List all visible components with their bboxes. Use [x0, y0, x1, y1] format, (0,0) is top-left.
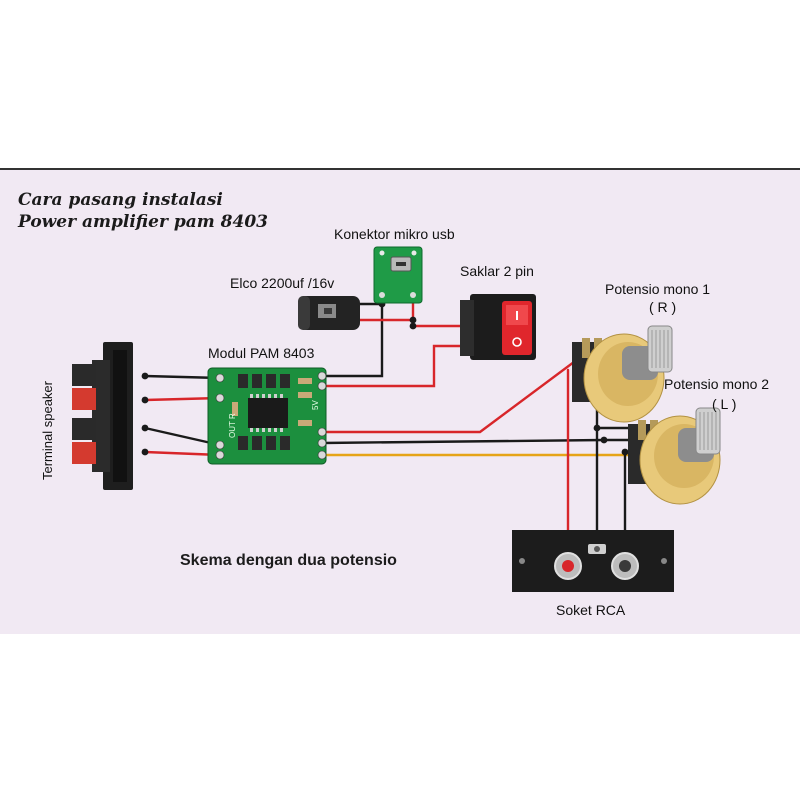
title-line-2: Power amplifier pam 8403 — [18, 212, 268, 232]
diagram-caption: Skema dengan dua potensio — [180, 552, 397, 569]
speaker-terminal — [72, 342, 133, 490]
junction-4 — [141, 448, 149, 456]
wire-usb-gnd — [320, 298, 384, 378]
switch-label: Saklar 2 pin — [460, 263, 534, 279]
junction-1 — [141, 372, 149, 380]
rca-socket — [512, 530, 674, 592]
junction-8 — [593, 424, 601, 432]
pot2-label: Potensio mono 2 — [664, 376, 770, 392]
potentiometer-1 — [572, 325, 673, 423]
rocker-switch — [460, 294, 536, 360]
pot1-label: Potensio mono 1 — [605, 281, 711, 297]
junction-9 — [600, 436, 608, 444]
wire-in-gnd — [320, 438, 634, 445]
potentiometer-2 — [628, 407, 721, 505]
module-label: Modul PAM 8403 — [208, 345, 315, 361]
junction-10 — [621, 448, 629, 456]
micro-usb-board — [373, 246, 423, 304]
elco-capacitor — [298, 296, 360, 330]
rca-socket-label: Soket RCA — [556, 602, 626, 618]
junction-2 — [141, 396, 149, 404]
title-line-1: Cara pasang instalasi — [18, 190, 223, 210]
pam8403-module — [207, 367, 327, 465]
junction-3 — [141, 424, 149, 432]
wire-in-l — [320, 448, 632, 457]
elco-label: Elco 2200uf /16v — [230, 275, 335, 291]
wire-switch-5v — [320, 344, 472, 388]
speaker-terminal-label: Terminal speaker — [40, 380, 55, 480]
wire-in-r — [320, 354, 584, 434]
module-silk-outr: OUT R — [228, 413, 237, 438]
pot2-channel: ( L ) — [712, 396, 737, 412]
module-silk-5v: 5V — [311, 400, 320, 410]
usb-connector-label: Konektor mikro usb — [334, 226, 455, 242]
junction-6 — [409, 316, 417, 324]
junction-7 — [409, 322, 417, 330]
pot1-channel: ( R ) — [649, 299, 677, 315]
